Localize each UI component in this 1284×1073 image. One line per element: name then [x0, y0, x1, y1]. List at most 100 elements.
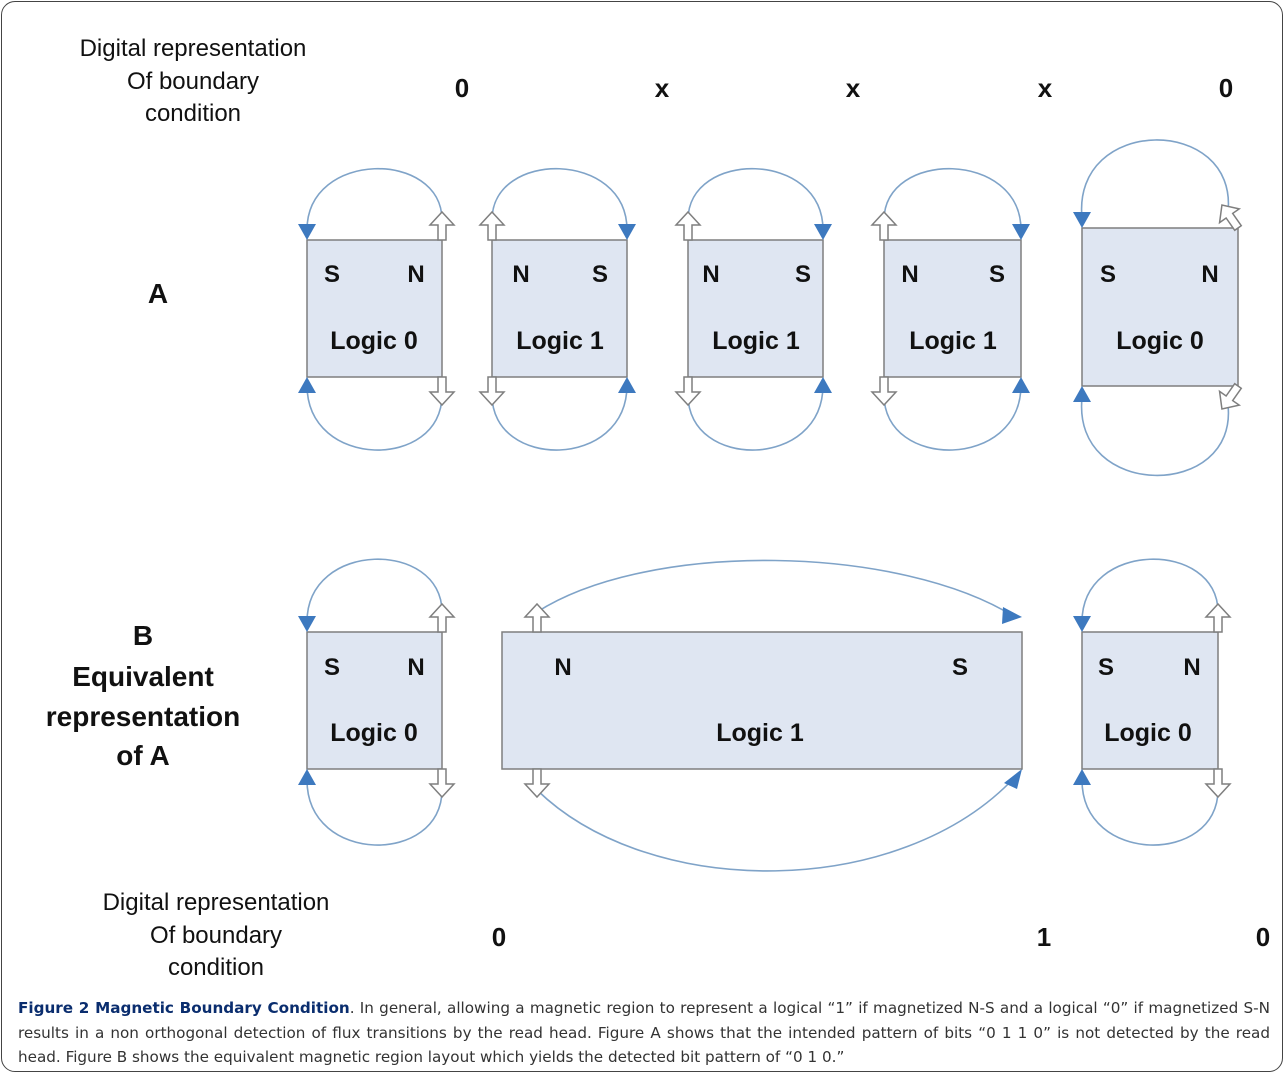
flux-line [883, 167, 1022, 231]
pole-label-left: N [901, 261, 918, 288]
flux-line [491, 167, 628, 231]
top-header-line-1: Digital representation [80, 35, 307, 62]
hollow-up-arrow-icon [871, 211, 897, 241]
row-b-label-line-2: Equivalent [72, 661, 214, 692]
flux-arrowhead-icon [298, 769, 316, 785]
flux-line [306, 167, 443, 231]
flux-arrowhead-icon [1002, 607, 1022, 624]
caption-text: . In general, allowing a magnetic region… [18, 999, 1270, 1066]
region-box [306, 239, 443, 378]
flux-arrowhead-icon [1073, 616, 1091, 632]
logic-label: Logic 0 [330, 327, 418, 355]
top-bit-5: 0 [1219, 73, 1233, 103]
hollow-down-arrow-icon [429, 376, 455, 406]
flux-line [687, 384, 824, 451]
logic-label: Logic 1 [909, 327, 997, 355]
flux-line [883, 384, 1022, 451]
logic-label: Logic 1 [712, 327, 800, 355]
hollow-up-arrow-icon [524, 603, 550, 633]
bottom-header-line-3: condition [168, 954, 264, 981]
flux-arrowhead-icon [298, 377, 316, 393]
row-b-arrowheads [298, 607, 1091, 789]
pole-label-right: N [407, 654, 424, 681]
hollow-down-arrow-icon [479, 376, 505, 406]
pole-label-right: S [592, 261, 608, 288]
pole-label-right: N [1201, 261, 1218, 288]
caption-title: Figure 2 Magnetic Boundary Condition [18, 999, 350, 1017]
top-bit-4: x [1038, 73, 1053, 103]
flux-arrowhead-icon [1073, 386, 1091, 402]
top-bit-2: x [655, 73, 670, 103]
flux-line [491, 384, 628, 451]
region-box [501, 631, 1023, 770]
region-box [687, 239, 824, 378]
flux-line [687, 167, 824, 231]
bottom-bit-3: 0 [1256, 922, 1270, 952]
top-header-line-2: Of boundary [127, 68, 259, 95]
logic-label: Logic 1 [516, 327, 604, 355]
bottom-bit-2: 1 [1037, 922, 1051, 952]
flux-arrowhead-icon [1012, 224, 1030, 240]
row-a-regions [306, 227, 1239, 387]
hollow-down-arrow-icon [524, 768, 550, 798]
logic-label: Logic 0 [1116, 327, 1204, 355]
logic-label: Logic 1 [716, 719, 804, 747]
flux-arrowhead-icon [1004, 769, 1022, 789]
pole-label-left: N [512, 261, 529, 288]
flux-arrowhead-icon [298, 224, 316, 240]
flux-arrowhead-icon [618, 224, 636, 240]
pole-label-left: N [554, 654, 571, 681]
flux-line [306, 558, 443, 623]
pole-label-right: N [407, 261, 424, 288]
flux-line [306, 384, 443, 451]
pole-label-right: S [989, 261, 1005, 288]
row-a-flux-lines [306, 139, 1230, 477]
flux-arrowhead-icon [1073, 212, 1091, 228]
region-box [306, 631, 443, 770]
hollow-up-arrow-icon [479, 211, 505, 241]
hollow-up-arrow-icon [675, 211, 701, 241]
figure-caption: Figure 2 Magnetic Boundary Condition. In… [18, 996, 1270, 1070]
flux-line [306, 779, 443, 846]
flux-line [1080, 397, 1230, 477]
top-header-line-3: condition [145, 100, 241, 127]
region-box [1081, 227, 1239, 387]
pole-label-left: S [324, 654, 340, 681]
top-bit-3: x [846, 73, 861, 103]
row-b-regions [306, 631, 1219, 770]
pole-label-right: S [952, 654, 968, 681]
pole-label-left: S [1098, 654, 1114, 681]
bottom-bit-1: 0 [492, 922, 506, 952]
flux-arrowhead-icon [1012, 377, 1030, 393]
flux-line [536, 776, 1016, 872]
flux-arrowhead-icon [298, 616, 316, 632]
top-bit-1: 0 [455, 73, 469, 103]
bottom-header-line-2: Of boundary [150, 922, 282, 949]
hollow-up-arrow-icon [429, 603, 455, 633]
hollow-down-arrow-icon [871, 376, 897, 406]
flux-arrowhead-icon [814, 224, 832, 240]
hollow-up-arrow-icon [429, 211, 455, 241]
bottom-header-line-1: Digital representation [103, 889, 330, 916]
row-a-label: A [148, 278, 168, 309]
logic-label: Logic 0 [330, 719, 418, 747]
magnetic-boundary-diagram: Digital representation Of boundary condi… [46, 35, 1270, 981]
flux-line [1081, 779, 1219, 846]
pole-label-right: S [795, 261, 811, 288]
hollow-down-arrow-icon [429, 768, 455, 798]
region-box [1081, 631, 1219, 770]
row-a-arrowheads [298, 212, 1091, 402]
flux-arrowhead-icon [814, 377, 832, 393]
logic-label: Logic 0 [1104, 719, 1192, 747]
flux-line [536, 559, 1016, 618]
hollow-up-arrow-icon [1205, 603, 1231, 633]
region-box [491, 239, 628, 378]
pole-label-left: S [1100, 261, 1116, 288]
flux-arrowhead-icon [618, 377, 636, 393]
row-b-label-line-3: representation [46, 701, 241, 732]
row-b-label-line-4: of A [116, 740, 169, 771]
hollow-down-arrow-icon [675, 376, 701, 406]
row-b-label-line-1: B [133, 620, 153, 651]
pole-label-left: S [324, 261, 340, 288]
